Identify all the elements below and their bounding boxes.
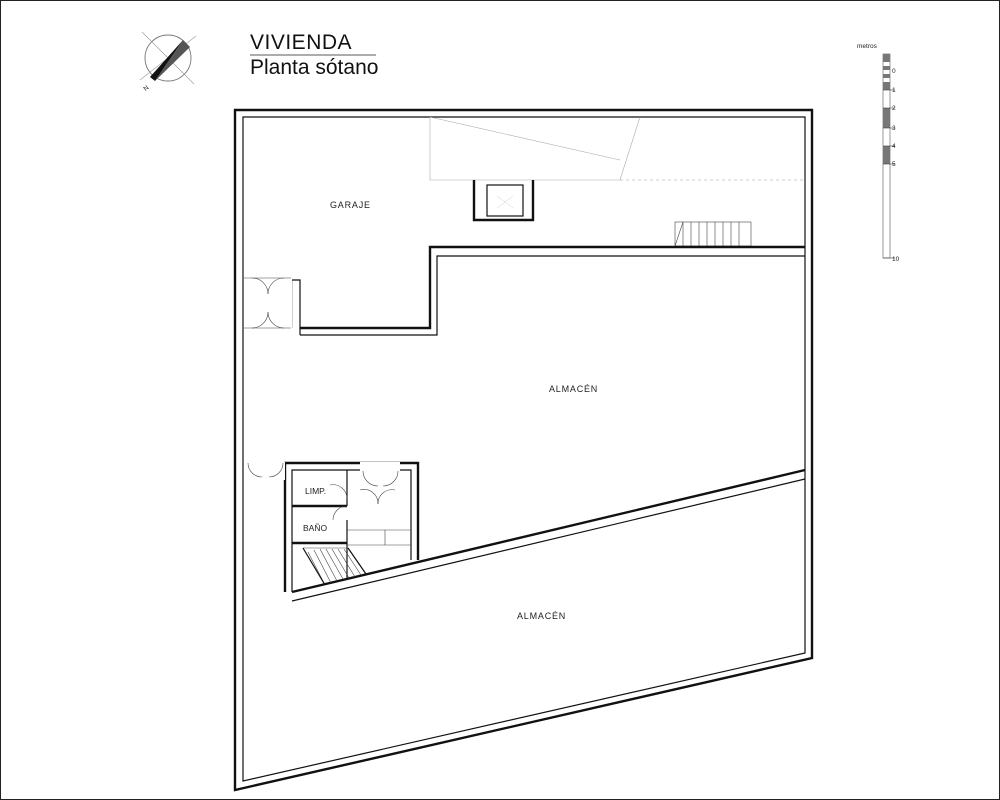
bano-door-icon <box>332 505 348 521</box>
service-door-top-icon <box>360 462 400 487</box>
scale-tick-4: 4 <box>892 143 896 150</box>
scale-unit-label: metros <box>857 43 878 50</box>
limp-door-icon <box>329 484 396 505</box>
drawing-subtitle: Planta sótano <box>250 56 378 79</box>
north-arrow-icon <box>139 31 197 85</box>
scale-bar: metros 0 1 2 3 4 5 10 <box>857 43 900 263</box>
scale-tick-10: 10 <box>892 256 900 263</box>
room-label-garaje: GARAJE <box>330 200 371 210</box>
storage-divider-wall <box>291 468 806 602</box>
scale-tick-1: 1 <box>892 87 896 94</box>
garage-door-icon <box>244 277 292 329</box>
scale-tick-5: 5 <box>892 161 896 168</box>
storage-door-left-icon <box>244 462 285 480</box>
service-stair <box>302 547 367 586</box>
room-label-almacen-lower: ALMACÉN <box>517 611 566 621</box>
garage-stair <box>674 221 752 247</box>
scale-tick-3: 3 <box>892 125 896 132</box>
light-well <box>472 180 535 222</box>
garage-storage-wall <box>289 245 805 336</box>
service-core <box>283 461 420 592</box>
garage-ramp <box>429 116 805 181</box>
room-label-limpieza: LIMP. <box>305 486 326 496</box>
room-label-bano: BAÑO <box>303 523 327 533</box>
scale-tick-0: 0 <box>892 68 896 75</box>
north-label: N <box>142 84 150 93</box>
room-label-almacen-upper: ALMACÉN <box>549 384 598 394</box>
outer-walls <box>233 108 814 792</box>
scale-tick-2: 2 <box>892 105 896 112</box>
drawing-title: VIVIENDA <box>250 31 352 54</box>
